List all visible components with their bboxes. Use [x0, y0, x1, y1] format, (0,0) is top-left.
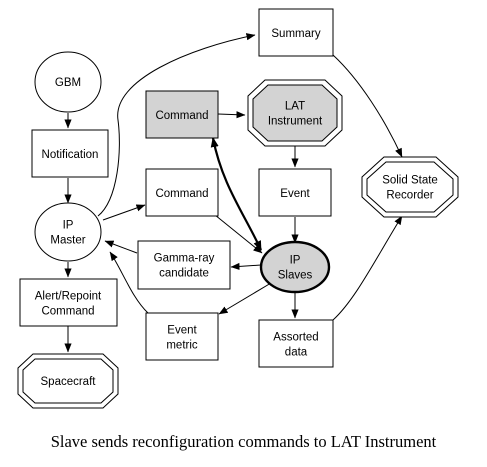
lat-label-line: LAT [285, 101, 305, 113]
event-metric-box [145, 312, 219, 361]
gbm-label: GBM [55, 77, 81, 89]
ip-master-label-line: IP [63, 220, 74, 232]
summary-label-line: Summary [271, 28, 320, 40]
gamma-box [137, 240, 231, 290]
figure-caption: Slave sends reconfiguration commands to … [50, 432, 437, 451]
event-label-line: Event [280, 188, 310, 200]
ip-slaves-label-line: Slaves [278, 270, 313, 282]
notification-label: Notification [42, 149, 99, 161]
node-command-top: Command [145, 90, 219, 139]
event-metric-label: Event metric [166, 325, 198, 352]
node-lat-instrument: LAT Instrument [247, 79, 343, 147]
node-event-metric: Event metric [145, 312, 219, 361]
gbm-label-line: GBM [55, 77, 81, 89]
node-gbm: GBM [34, 51, 102, 113]
summary-label: Summary [271, 28, 320, 40]
solid-state-inner-octagon [366, 161, 454, 213]
edge-commandtop-lat [217, 111, 246, 119]
node-notification: Notification [31, 129, 109, 178]
ip-slaves-ellipse [259, 240, 331, 294]
event-metric-label-line: Event [167, 325, 197, 337]
spacecraft-label-line: Spacecraft [41, 376, 97, 388]
command-mid-box [145, 168, 219, 217]
ip-master-label-line: Master [50, 235, 85, 247]
notification-label-line: Notification [42, 149, 99, 161]
gamma-label: Gamma-ray candidate [154, 253, 215, 280]
lat-inner-octagon [252, 84, 338, 142]
solid-state-label-line: Recorder [386, 190, 433, 202]
edges [64, 33, 403, 353]
assorted-label-line: Assorted [273, 332, 318, 344]
alert-label-line: Command [41, 306, 94, 318]
node-ip-master: IP Master [34, 202, 102, 262]
lat-label: LAT Instrument [268, 101, 323, 128]
edge-commandtop-ipslaves-bold [210, 137, 263, 251]
gamma-label-line: Gamma-ray [154, 253, 215, 265]
edge-summary-solidstate [332, 54, 403, 158]
spacecraft-label: Spacecraft [41, 376, 97, 388]
ip-slaves-label-line: IP [290, 255, 301, 267]
assorted-label-line: data [285, 347, 308, 359]
event-label: Event [280, 188, 310, 200]
ip-slaves-label: IP Slaves [278, 255, 313, 282]
alert-label-line: Alert/Repoint [35, 291, 102, 303]
gamma-label-line: candidate [159, 268, 209, 280]
assorted-box [258, 319, 334, 368]
lat-label-line: Instrument [268, 116, 323, 128]
node-command-mid: Command [145, 168, 219, 217]
command-mid-label: Command [155, 188, 208, 200]
node-ip-slaves: IP Slaves [259, 240, 331, 294]
edge-gamma-ipmaster [104, 240, 138, 254]
node-event: Event [258, 168, 332, 217]
node-summary: Summary [258, 8, 334, 57]
ip-master-label: IP Master [50, 220, 85, 247]
notification-box [31, 129, 109, 178]
solid-state-label-line: Solid State [382, 175, 438, 187]
ip-master-ellipse [34, 202, 102, 262]
edge-ipslaves-eventmetric [218, 282, 272, 315]
command-top-label: Command [155, 110, 208, 122]
command-top-label-line: Command [155, 110, 208, 122]
summary-box [258, 8, 334, 57]
node-spacecraft: Spacecraft [17, 353, 119, 409]
gbm-ellipse [34, 51, 102, 113]
edge-ipslaves-gamma [230, 262, 262, 271]
event-box [258, 168, 332, 217]
node-assorted-data: Assorted data [258, 319, 334, 368]
edge-ipmaster-summary [97, 33, 256, 217]
edge-assorted-solidstate [332, 215, 403, 321]
event-metric-label-line: metric [166, 340, 198, 352]
edge-eventmetric-ipmaster [109, 251, 149, 314]
command-top-box [145, 90, 219, 139]
edge-ipmaster-commandmid [102, 204, 146, 221]
alert-box [19, 278, 118, 327]
node-gamma-ray-candidate: Gamma-ray candidate [137, 240, 231, 290]
command-mid-label-line: Command [155, 188, 208, 200]
assorted-label: Assorted data [273, 332, 318, 359]
spacecraft-inner-octagon [22, 358, 114, 404]
